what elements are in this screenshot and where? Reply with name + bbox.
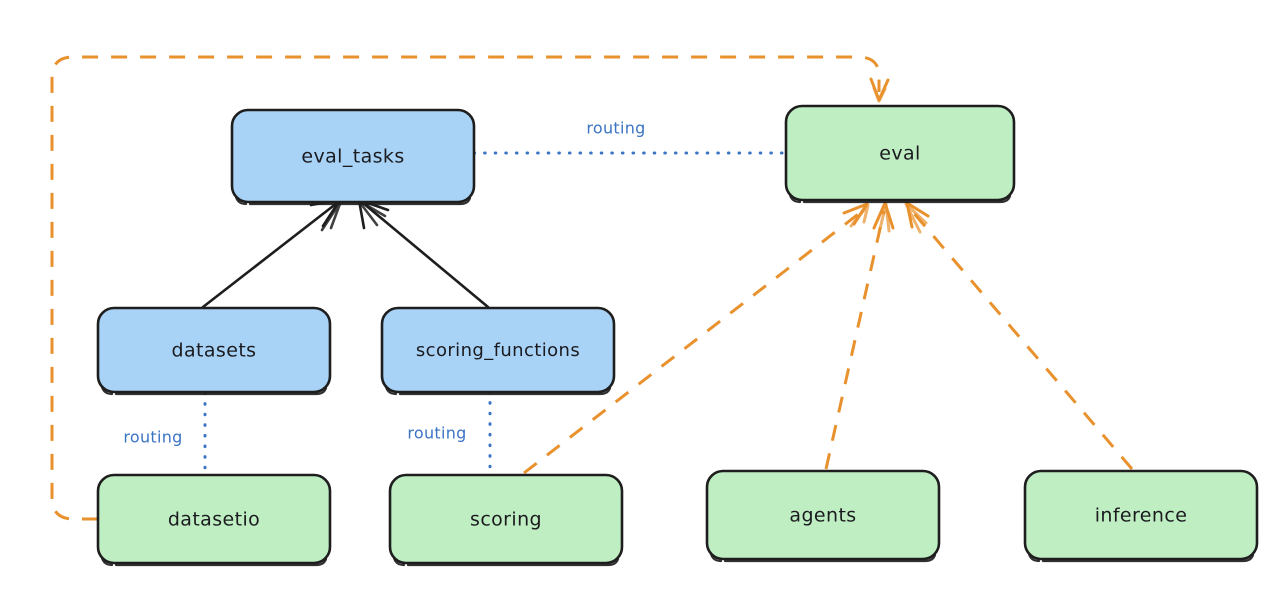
node-datasets-label: datasets <box>172 340 257 362</box>
node-datasets-shape <box>96 306 332 394</box>
node-agents-label: agents <box>789 505 856 527</box>
edge-inference-to-eval <box>904 201 1134 470</box>
edge-label-routing-scoring-functions-scoring: routing <box>407 424 466 443</box>
node-datasets[interactable]: datasets <box>96 306 332 396</box>
edge-scoring-to-eval <box>523 202 870 475</box>
node-eval-label: eval <box>879 143 920 165</box>
node-inference-shape <box>1023 469 1259 561</box>
edge-datasetio-to-eval <box>50 55 890 521</box>
edge-datasets-to-eval-tasks <box>201 198 343 309</box>
node-eval[interactable]: eval <box>784 104 1016 204</box>
node-scoring-functions-label: scoring_functions <box>416 340 580 361</box>
node-inference[interactable]: inference <box>1023 469 1259 563</box>
node-agents[interactable]: agents <box>705 469 941 563</box>
edge-scoring-functions-to-eval-tasks <box>356 198 490 309</box>
edge-label-routing-datasets-datasetio: routing <box>123 428 182 447</box>
edge-agents-to-eval <box>824 201 895 470</box>
node-agents-shape <box>705 469 941 561</box>
edge-label-routing-eval-tasks-eval: routing <box>586 119 645 138</box>
node-scoring-label: scoring <box>470 509 542 531</box>
node-scoring-functions[interactable]: scoring_functions <box>380 306 616 396</box>
node-scoring-functions-shape <box>380 306 616 394</box>
node-eval-tasks-shape <box>230 108 476 204</box>
node-scoring-shape <box>388 473 624 565</box>
node-eval-shape <box>784 104 1016 202</box>
node-eval-tasks[interactable]: eval_tasks <box>230 108 476 206</box>
node-datasetio[interactable]: datasetio <box>96 473 332 567</box>
node-inference-label: inference <box>1095 505 1188 527</box>
node-scoring[interactable]: scoring <box>388 473 624 567</box>
node-datasetio-label: datasetio <box>168 509 260 531</box>
node-datasetio-shape <box>96 473 332 565</box>
node-eval-tasks-label: eval_tasks <box>301 146 404 168</box>
